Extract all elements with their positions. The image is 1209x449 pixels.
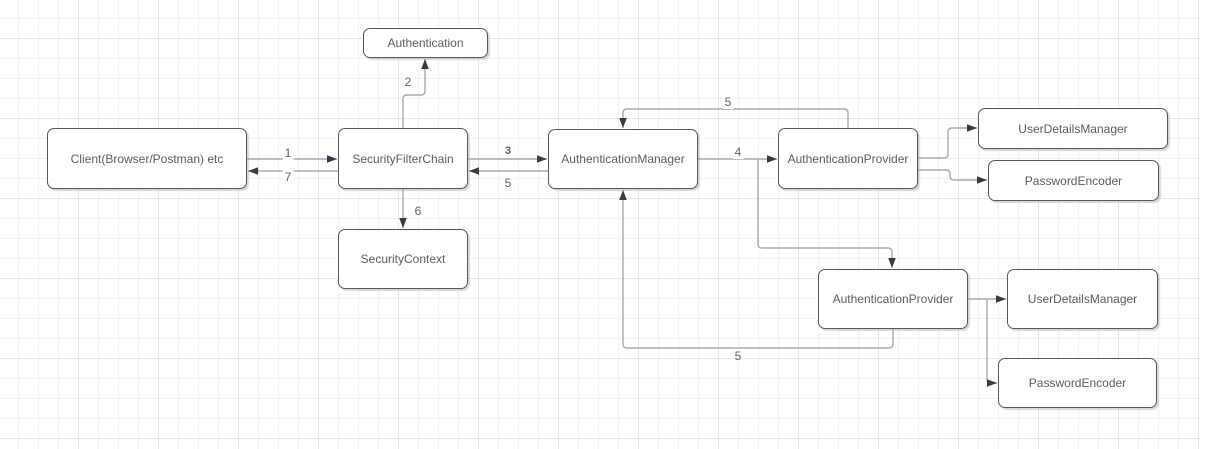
edge-label-step3: 3 — [502, 144, 514, 158]
edge-provider1-to-passwordencoder1 — [918, 169, 987, 184]
node-authentication: Authentication — [363, 28, 488, 58]
edge-label-step2: 2 — [402, 75, 414, 89]
node-authentication-provider-1: AuthenticationProvider — [778, 128, 918, 189]
edge-label-step4: 4 — [732, 145, 744, 159]
edge-label-step1: 1 — [282, 146, 294, 160]
node-password-encoder-2: PasswordEncoder — [998, 358, 1157, 408]
edge-label-step5-provider1-to-manager: 5 — [722, 95, 734, 109]
node-client: Client(Browser/Postman) etc — [47, 128, 247, 189]
node-security-filter-chain: SecurityFilterChain — [338, 128, 468, 189]
edge-provider2-to-passwordencoder2 — [986, 299, 997, 387]
node-user-details-manager-2: UserDetailsManager — [1007, 269, 1158, 329]
edge-step5-provider1-to-authmanager — [619, 108, 849, 128]
edge-label-step7: 7 — [282, 170, 294, 184]
edge-provider1-to-userdetailsmanager1 — [918, 124, 977, 159]
edge-label-step6: 6 — [412, 204, 424, 218]
node-authentication-manager: AuthenticationManager — [548, 129, 698, 189]
edge-step4-branch-to-provider2 — [757, 159, 896, 268]
edge-label-step5-provider2-to-manager: 5 — [732, 349, 744, 363]
node-security-context: SecurityContext — [338, 229, 468, 289]
edge-step5-provider2-to-authmanager — [619, 190, 894, 349]
node-authentication-provider-2: AuthenticationProvider — [818, 269, 968, 329]
edge-label-step5-manager-to-chain: 5 — [502, 176, 514, 190]
edge-step2-filterchain-to-authentication — [402, 59, 429, 128]
node-user-details-manager-1: UserDetailsManager — [978, 108, 1168, 149]
node-password-encoder-1: PasswordEncoder — [988, 160, 1159, 201]
